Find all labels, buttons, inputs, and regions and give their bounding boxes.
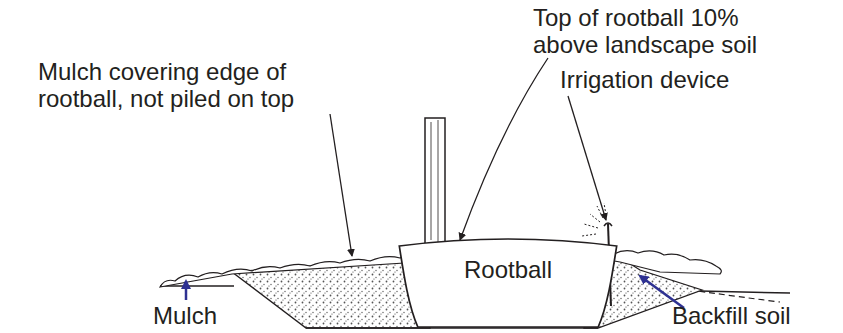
callout-text: Irrigation device (560, 66, 729, 93)
trunk-bark (438, 120, 439, 242)
tree-trunk (425, 118, 445, 244)
part-label: Rootball (397, 256, 619, 283)
trunk-bark (431, 122, 432, 240)
leader-line (568, 96, 606, 220)
pointer-arrow (185, 281, 188, 300)
mulch-layer (598, 251, 721, 274)
callout-text: Backfill soil (672, 302, 791, 329)
callout-text: Mulch (153, 302, 217, 329)
mulch-layer (160, 252, 440, 287)
callout-text: Top of rootball 10% above landscape soil (533, 4, 803, 58)
leader-line (330, 114, 352, 256)
rootball-shape: Rootball (397, 236, 619, 328)
irrigation-head (604, 223, 612, 226)
leader-line (460, 58, 548, 240)
callout-text: Mulch covering edge of rootball, not pil… (38, 58, 338, 112)
